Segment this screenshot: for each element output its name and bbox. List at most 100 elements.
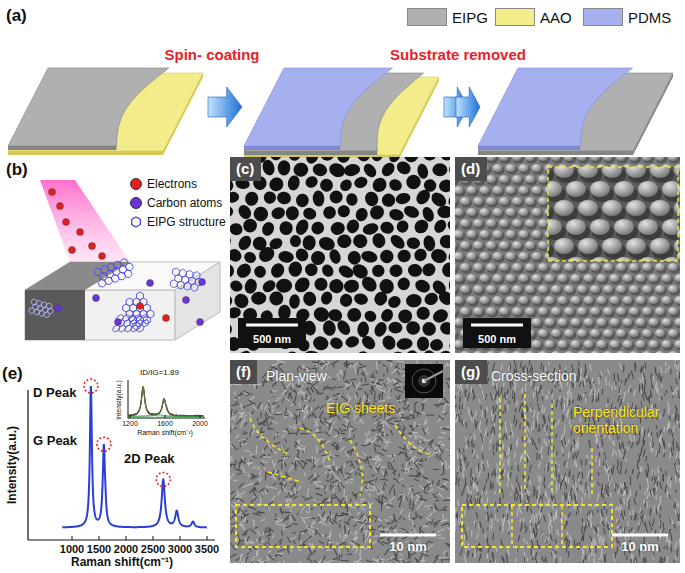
sem-image-texture-part [230,262,236,281]
sem-image-texture-part [662,274,672,282]
sem-image-texture-part [252,350,271,353]
sem-image-texture-part [486,197,496,205]
sem-image-texture-part [320,262,336,279]
tem-image-texture-part [325,485,326,494]
sem-image-texture-part [610,318,620,326]
particle [99,253,106,260]
tem-image-texture-part [433,469,439,470]
tem-image-texture-part [317,391,318,394]
tem-image-texture-part [423,405,425,409]
tem-image-texture-part [290,509,292,512]
sem-inset-part [566,181,586,197]
sem-image-texture-part [564,263,574,271]
sem-image-texture-part [312,275,330,294]
sem-image-texture-part [398,309,413,324]
tem-image-texture-part [440,426,443,428]
tem-image-texture-part [443,551,447,555]
sem-image-texture-part [455,186,464,194]
tem-image-texture-part [389,423,395,424]
sem-image-texture-part [655,157,665,161]
sem-image-texture-part [455,285,457,293]
tem-image-texture-part [394,387,401,388]
tem-image-texture-part [437,534,442,535]
sem-image-texture-part [429,247,448,265]
tem-image-texture-part [308,547,312,555]
tem-image-texture-part [432,480,434,484]
tem-image-texture-part [348,383,352,385]
tem-image-texture-part [303,517,311,519]
graphene-sheet-part [177,280,185,289]
tem-image-texture-part [316,445,318,452]
sem-image-texture-part [493,274,503,282]
tem-image-texture-part [337,467,338,470]
sem-image-texture-part [244,190,260,207]
tem-image-texture-part [422,428,425,435]
tem-image-texture-part [367,393,368,401]
sem-image-texture-part [629,351,639,353]
tem-image-texture-part [230,473,233,480]
sem-image-texture-part [486,157,496,161]
sem-image-texture-part [532,208,542,216]
tem-image-texture-part [284,407,286,414]
particle [69,247,76,254]
particle [63,219,70,226]
sem-image-texture-part [493,252,503,260]
tem-image-texture-part [282,456,290,458]
sem-image-texture-part [564,285,574,293]
sem-image-texture-part [304,350,321,353]
sem-inset-part [554,167,574,178]
tem-image-texture-part [353,524,356,527]
sem-image-texture-part [629,285,639,293]
tem-image-texture-part [239,412,241,415]
tem-image-texture-part [418,441,422,443]
sem-image-texture-part [512,241,522,249]
sem-image-texture-part [512,219,522,227]
sem-image-texture-part [455,263,457,271]
tem-image-texture-part [232,444,235,448]
sem-image-texture-part [253,265,267,279]
tem-image-texture-part [393,478,397,479]
sem-image-texture-part [493,296,503,304]
sem-inset-part [548,167,678,261]
tem-image-texture-part [369,482,374,485]
tem-image-texture-part [372,540,377,545]
tem-image-texture-part [247,474,249,477]
sem-image-texture-part [532,318,542,326]
sem-image-texture-part [302,291,317,307]
sem-image-texture-part [512,197,522,205]
tem-image-texture-part [401,470,407,471]
tem-image-texture-part [439,456,443,462]
tem-image-texture-part [414,411,421,414]
tem-image-texture-part [252,466,257,468]
tem-image-texture-part [331,456,339,458]
tem-image-texture-part [333,487,335,492]
tem-image-texture-part [237,562,241,563]
tem-image-texture-part [285,439,287,442]
tem-image-texture-part [409,507,412,509]
sem-image-texture-part [532,164,542,172]
tem-image-texture-part [294,487,296,494]
particle [89,243,96,250]
tem-image-texture-part [313,550,315,554]
sem-image-texture-part [519,164,529,172]
tem-image-texture-part [373,535,381,537]
layer-top [478,68,633,146]
tem-image-texture-part [291,482,295,490]
tem-image-texture-part [422,403,424,406]
sem-image-texture-part [551,157,561,161]
sem-image-texture-part [230,231,233,249]
sem-inset-part [602,167,622,178]
tem-image-texture-part [409,556,411,559]
tem-image-texture-part [346,497,347,501]
sem-image-texture-part [571,318,581,326]
sem-image-texture-part [590,307,600,315]
tem-image-texture-part [355,472,357,476]
sem-image-texture-part [486,285,496,293]
process-arrow [208,87,242,127]
tem-image-texture-part [237,473,242,474]
sem-image-texture-part [499,157,509,161]
tem-image-texture-part [393,382,398,385]
tem-image-texture-part [389,500,391,504]
tem-image-texture-part [439,509,447,510]
